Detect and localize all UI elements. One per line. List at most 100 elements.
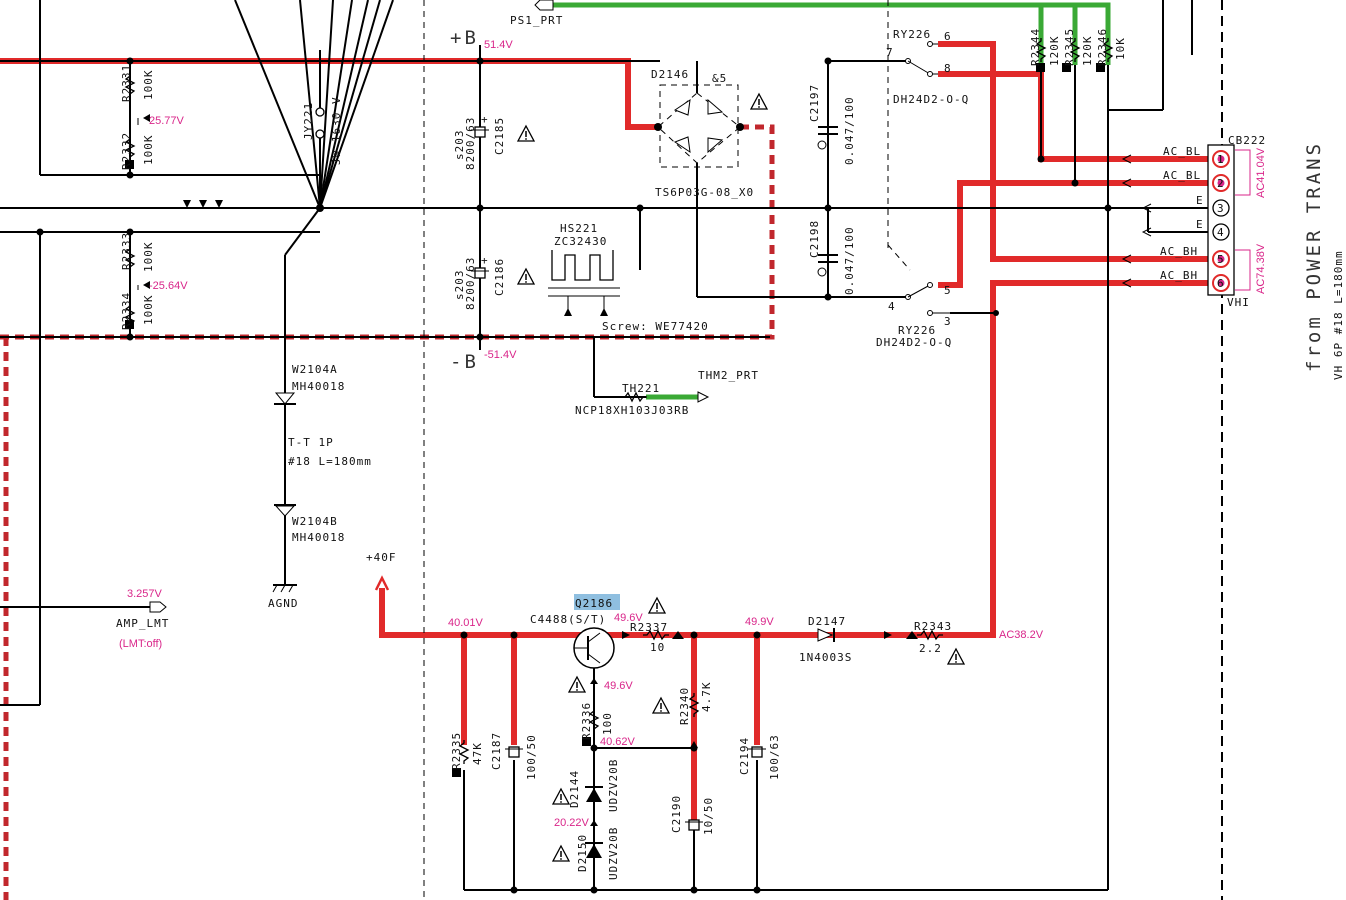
- relay-pin-3: 3: [944, 315, 952, 328]
- label-w2104a: W2104A: [292, 363, 338, 376]
- relay-pin-7: 7: [886, 46, 894, 59]
- label-d2146-pin: &5: [712, 72, 727, 85]
- value-c2185: 8200/63: [464, 117, 477, 170]
- value-c2187: 100/50: [525, 734, 538, 780]
- label-q2186: Q2186: [575, 597, 613, 610]
- label-ac-bl-2: AC_BL: [1163, 169, 1201, 182]
- value-c2197: 0.047/100: [843, 96, 856, 165]
- highlighted-red-traces: [0, 41, 1218, 900]
- resistor-r2331-r2332[interactable]: [125, 72, 150, 169]
- voltage-499: 49.9V: [745, 616, 774, 628]
- resistor-r2337[interactable]: [622, 630, 684, 640]
- relay-ry226-bottom[interactable]: [887, 244, 950, 316]
- pin-5: 5: [1217, 253, 1225, 266]
- pin-6: 6: [1217, 277, 1225, 290]
- warning-icon: [947, 648, 965, 665]
- warning-icon: [652, 697, 670, 714]
- resistor-r2340[interactable]: [689, 692, 699, 748]
- label-c2187: C2187: [490, 732, 503, 770]
- resistor-r2344[interactable]: [1036, 37, 1046, 72]
- resistor-r2346[interactable]: [1096, 37, 1113, 72]
- bridge-rectifier-d2146[interactable]: [657, 84, 741, 168]
- resistor-r2336[interactable]: [582, 678, 599, 746]
- label-c2194: C2194: [738, 737, 751, 775]
- label-mh-a: MH40018: [292, 380, 345, 393]
- wire-connector-w2104a[interactable]: [274, 392, 296, 405]
- jumper-jy221: [315, 90, 325, 150]
- value-c2190: 10/50: [702, 797, 715, 835]
- label-plus-b: +B: [450, 27, 479, 49]
- label-screw: Screw: WE77420: [602, 320, 709, 333]
- label-vhi: VHI: [1227, 296, 1250, 309]
- value-r2336: 100: [601, 712, 614, 735]
- label-vh6p: VH 6P #18 L=180mm: [1332, 250, 1345, 380]
- label-r2343: R2343: [914, 620, 952, 633]
- value-c2186: 8200/63: [464, 257, 477, 310]
- capacitor-c2186[interactable]: +: [471, 254, 489, 279]
- relay-pin-6: 6: [944, 30, 952, 43]
- capacitor-c2190[interactable]: [685, 819, 703, 831]
- label-agnd: AGND: [268, 597, 299, 610]
- label-cb222: CB222: [1228, 134, 1266, 147]
- capacitor-c2185[interactable]: +: [471, 113, 489, 138]
- voltage-plus-b: 51.4V: [484, 39, 513, 51]
- value-r2346: 10K: [1114, 37, 1127, 60]
- capacitor-c2187[interactable]: [505, 746, 523, 758]
- pin-2: 2: [1217, 177, 1225, 190]
- thermistor-th221[interactable]: [620, 391, 710, 403]
- label-e-2: E: [1196, 218, 1204, 231]
- diode-d2147[interactable]: [817, 628, 892, 642]
- value-r2332: 100K: [142, 135, 155, 166]
- label-ry226-bottom-part: DH24D2-O-Q: [876, 336, 952, 349]
- voltage-ac41: AC41.04V: [1255, 147, 1267, 198]
- label-ry226-bottom: RY226: [898, 324, 936, 337]
- label-plus40f: +40F: [366, 551, 397, 564]
- label-r2332: R2332: [120, 132, 133, 170]
- warning-icon: [517, 268, 535, 285]
- label-r2333: R2333: [120, 232, 133, 270]
- value-r2343: 2.2: [919, 642, 942, 655]
- wire-connector-w2104b[interactable]: [274, 504, 296, 517]
- label-e-1: E: [1196, 194, 1204, 207]
- label-from-power: from POWER TRANS: [1303, 141, 1325, 372]
- zener-d2150[interactable]: [585, 842, 603, 858]
- heatsink-hs221[interactable]: [548, 250, 620, 316]
- port-ps1-prt[interactable]: [534, 0, 554, 11]
- label-c2185: C2185: [493, 117, 506, 155]
- label-tt: T-T 1P: [288, 436, 334, 449]
- label-r2335: R2335: [450, 732, 463, 770]
- label-r2345: R2345: [1063, 28, 1076, 66]
- resistor-r2333-r2334[interactable]: [125, 245, 150, 329]
- resistor-r2335[interactable]: [452, 739, 469, 777]
- capacitor-c2198[interactable]: [817, 254, 838, 277]
- value-r2345: 120K: [1081, 36, 1094, 67]
- label-ry226-top: RY226: [893, 28, 931, 41]
- highlighted-green-traces: [552, 2, 1111, 400]
- value-r2333: 100K: [142, 242, 155, 273]
- label-hs221: HS221: [560, 222, 598, 235]
- label-jw1630: JW 1630 V: [330, 96, 343, 165]
- value-r2340: 4.7K: [700, 682, 713, 713]
- resistor-r2343[interactable]: [906, 630, 944, 640]
- voltage-2577: 25.77V: [149, 115, 185, 127]
- zener-d2144[interactable]: [585, 786, 603, 826]
- label-c2186-s: s203: [453, 270, 466, 301]
- value-r2337: 10: [650, 641, 665, 654]
- label-d2146: D2146: [651, 68, 689, 81]
- label-ac-bl-1: AC_BL: [1163, 145, 1201, 158]
- label-ncp: NCP18XH103J03RB: [575, 404, 689, 417]
- label-ac-bh-1: AC_BH: [1160, 245, 1198, 258]
- connector-cb222[interactable]: [1121, 144, 1251, 296]
- transistor-q2186[interactable]: [573, 594, 620, 669]
- label-c2198: C2198: [808, 220, 821, 258]
- capacitor-c2197[interactable]: [817, 126, 838, 150]
- label-ps1-prt: PS1_PRT: [510, 14, 563, 27]
- pin-1: 1: [1217, 153, 1225, 166]
- label-th221: TH221: [622, 382, 660, 395]
- label-amp-lmt: AMP_LMT: [116, 617, 169, 630]
- relay-ry226-top[interactable]: [905, 41, 939, 77]
- capacitor-c2194[interactable]: [748, 746, 766, 758]
- resistor-r2345[interactable]: [1062, 37, 1080, 72]
- port-amp-lmt[interactable]: [149, 601, 167, 613]
- voltage-2022: 20.22V: [554, 817, 590, 829]
